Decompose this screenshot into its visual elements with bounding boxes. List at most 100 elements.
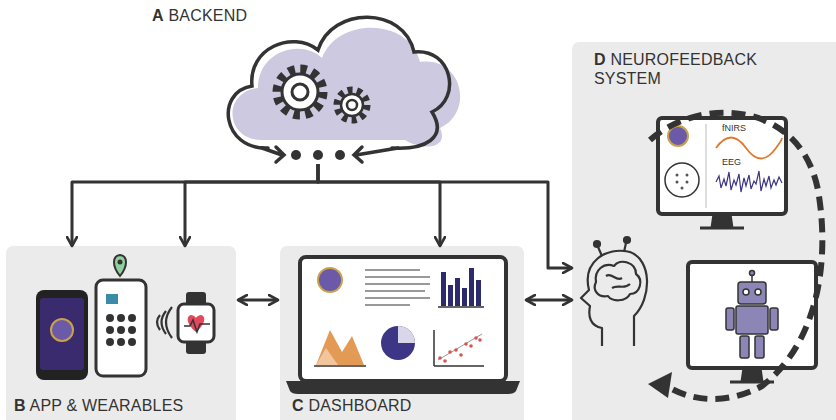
scatter-plot	[443, 359, 447, 363]
electrode-dots	[676, 181, 679, 184]
eeg-wave	[716, 171, 782, 192]
watch	[178, 304, 214, 342]
cloud-arrow	[262, 147, 284, 162]
neurofeedback-panel: D NEUROFEEDBACK SYSTEM	[572, 42, 836, 420]
app-icons	[106, 294, 118, 304]
pie-chart	[381, 326, 415, 360]
brain-head	[598, 247, 602, 256]
app-icons	[117, 326, 125, 334]
head-map	[665, 163, 699, 197]
text-lines	[365, 276, 430, 278]
signal-name: fNIRS	[722, 124, 746, 133]
robot	[736, 306, 768, 334]
monitor-screen	[658, 118, 786, 214]
location-pin-dot	[118, 260, 123, 265]
text-lines	[365, 269, 420, 271]
app-wearables-art	[36, 255, 214, 380]
app-icons	[117, 314, 125, 322]
pulse-line	[184, 320, 210, 332]
brain-head	[624, 237, 630, 243]
gear	[292, 84, 308, 100]
connector-arrow	[526, 299, 572, 302]
cloud	[228, 17, 460, 162]
cloud-dot	[291, 150, 301, 160]
electrode-dots	[686, 181, 689, 184]
connector-arrow	[238, 299, 278, 302]
scatter-plot	[438, 334, 482, 360]
gear	[277, 69, 323, 115]
robot	[726, 308, 734, 330]
text-lines	[365, 297, 430, 299]
app-icons	[106, 338, 114, 346]
bar-chart	[441, 272, 446, 306]
gear	[337, 90, 367, 120]
watch-band	[186, 292, 206, 354]
monitor-stand	[700, 214, 744, 228]
text-lines	[365, 283, 430, 285]
screen-divider	[706, 124, 707, 208]
app-icons	[106, 326, 114, 334]
backend-cloud: A BACKEND	[148, 0, 488, 164]
section-heading: A BACKEND	[152, 6, 247, 25]
text-lines	[365, 270, 430, 305]
area-chart	[314, 365, 366, 367]
text-lines	[365, 290, 425, 292]
brain-head	[581, 251, 647, 346]
electrode-dots	[676, 174, 679, 177]
bar-chart	[462, 288, 467, 306]
robot	[738, 282, 766, 304]
panel-app	[6, 246, 236, 420]
bar-chart	[448, 285, 453, 306]
scatter-plot	[438, 356, 442, 360]
pie-chart	[398, 326, 415, 343]
robot	[755, 336, 764, 358]
brain-head	[624, 243, 626, 252]
scatter-plot	[434, 330, 484, 366]
location-pin	[114, 255, 126, 276]
scatter-plot	[474, 336, 478, 340]
panel-neurofeedback	[572, 42, 836, 420]
cloud-dot	[313, 150, 323, 160]
gear	[337, 90, 367, 120]
app-icons	[128, 314, 136, 322]
app-logo	[51, 319, 73, 341]
app-icons	[106, 294, 136, 346]
wireless-waves	[157, 307, 172, 338]
scatter-plot	[478, 338, 482, 342]
app-icons	[128, 326, 136, 334]
gear	[347, 100, 357, 110]
phone	[36, 290, 88, 380]
robot	[743, 289, 749, 295]
phone	[96, 280, 146, 376]
app-icons	[128, 338, 136, 346]
scatter-plot	[434, 330, 484, 366]
scatter-plot	[454, 348, 458, 352]
cloud-fill	[233, 28, 461, 147]
electrode-dots	[676, 174, 689, 190]
laptop-base	[286, 381, 520, 394]
gear	[277, 69, 323, 115]
area-chart	[316, 348, 338, 365]
dashboard-panel: C DASHBOARD	[280, 246, 524, 420]
robot	[770, 308, 778, 330]
pie-chart	[381, 326, 415, 360]
panel-dashboard	[280, 246, 524, 420]
electrode-dots	[686, 174, 689, 177]
bar-chart	[476, 280, 481, 306]
laptop-screen	[300, 257, 506, 381]
brain-head	[606, 275, 630, 288]
gear	[282, 74, 318, 110]
robot	[755, 289, 761, 295]
app-icons	[117, 338, 125, 346]
scatter-plot	[448, 350, 452, 354]
brain-head	[595, 262, 641, 300]
app-icons	[106, 314, 114, 322]
fnirs-wave	[716, 138, 782, 159]
scatter-plot	[464, 342, 468, 346]
scatter-plot	[459, 353, 463, 357]
area-chart	[314, 330, 366, 366]
bar-chart	[455, 278, 460, 306]
signal-name: EEG	[722, 158, 741, 167]
robot	[740, 336, 749, 358]
electrode-dots	[681, 187, 684, 190]
